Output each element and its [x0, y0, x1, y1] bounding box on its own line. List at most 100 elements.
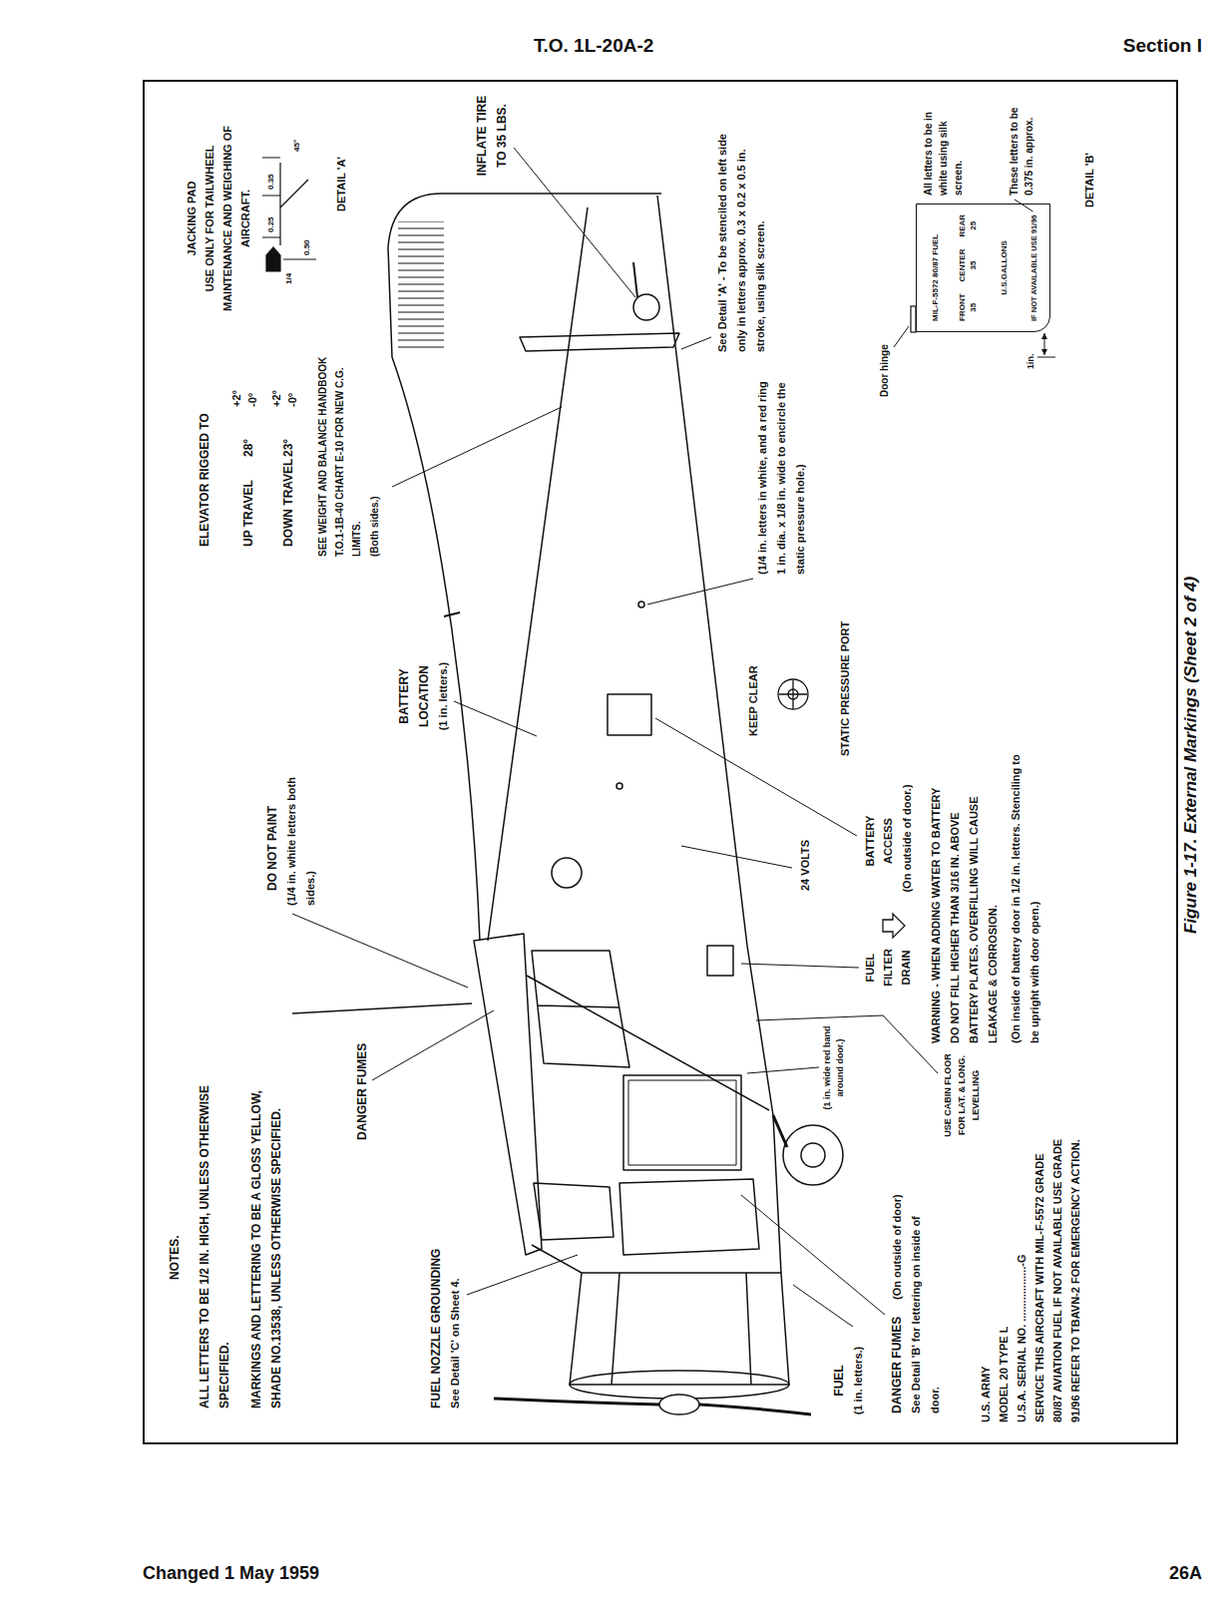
label-anchor: FUEL	[828, 1330, 849, 1431]
engine-cowling	[569, 1272, 790, 1385]
panel-text: MIL-F-5572 80/87 FUEL	[929, 234, 941, 322]
label-anchor: U.S.A. SERIAL NO. ..................-G	[1012, 1254, 1031, 1424]
callout-label: (On outside of door) See Detail 'B' for …	[887, 1194, 945, 1414]
windshield	[533, 1183, 614, 1240]
leader-line	[681, 337, 712, 350]
callout-label: +2°	[268, 390, 285, 408]
antenna-mast	[443, 612, 460, 617]
label-anchor: See Detail 'A' - To be stenciled on left…	[713, 124, 771, 353]
label-anchor: 0.35	[266, 173, 277, 190]
leader-line	[756, 1015, 938, 1074]
label-anchor: Door hinge	[876, 344, 892, 398]
aircraft-outline	[292, 193, 843, 1415]
aircraft-illustration	[142, 79, 1230, 1445]
panel-text: IF NOT AVAILABLE USE 91/96	[1028, 214, 1040, 322]
gear-leg	[773, 1115, 788, 1148]
red-ring	[778, 679, 809, 710]
label-anchor: ALL LETTERS TO BE 1/2 IN. HIGH, UNLESS O…	[194, 1059, 235, 1409]
fuel-door-panel: MIL-F-5572 80/87 FUELFRONT35CENTER35REAR…	[915, 203, 1051, 333]
label-anchor: (1 in. letters.)	[433, 646, 452, 747]
static-port	[638, 601, 645, 608]
callout-label: ELEVATOR RIGGED TO	[194, 412, 215, 547]
dimension-label: 45°	[292, 139, 303, 152]
label-anchor: SERVICE THIS AIRCRAFT WITH MIL-F-5572 GR…	[1030, 1123, 1085, 1423]
label-anchor: NOTES.	[164, 1234, 185, 1280]
callout-label: (On outside of door.)	[897, 756, 916, 921]
label-anchor: KEEP CLEAR	[744, 665, 763, 737]
callout-label: 24 VOLTS	[796, 839, 815, 891]
tailwheel-strut	[633, 262, 638, 298]
label-anchor: USE ONLY FOR TAILWHEEL MAINTENANCE AND W…	[200, 113, 255, 324]
detail-title: DETAIL 'B'	[1080, 152, 1099, 208]
data-plate-text: MODEL 20 TYPE L	[994, 1326, 1013, 1423]
propeller-spinner	[659, 1394, 700, 1415]
horizontal-stabilizer	[519, 333, 680, 352]
label-anchor: WARNING - WHEN ADDING WATER TO BATTERY D…	[926, 774, 1003, 1044]
label-anchor: (On outside of door) See Detail 'B' for …	[887, 1194, 945, 1414]
callout-label: BATTERY ACCESS	[860, 796, 897, 886]
dimension-tick	[262, 157, 281, 238]
note-text: MARKINGS AND LETTERING TO BE A GLOSS YEL…	[246, 1064, 287, 1409]
door-band	[628, 1080, 737, 1166]
callout-label: JACKING PAD	[182, 113, 201, 324]
page-footer: Changed 1 May 1959	[142, 1558, 320, 1589]
leader-line	[747, 1067, 820, 1074]
label-anchor: 1in.	[1024, 353, 1037, 370]
warning-text: WARNING - WHEN ADDING WATER TO BATTERY D…	[926, 774, 1003, 1044]
callout-label: (1/4 in. white letters both sides.)	[282, 756, 321, 906]
callout-label: DANGER FUMES	[886, 1316, 907, 1414]
label-anchor: MARKINGS AND LETTERING TO BE A GLOSS YEL…	[246, 1064, 287, 1409]
label-anchor: 23°	[278, 438, 299, 457]
callout-label: See Detail 'C' on Sheet 4.	[445, 1277, 464, 1409]
label-anchor: 45°	[292, 139, 303, 152]
label-anchor: (On inside of battery door in 1/2 in. le…	[1006, 749, 1045, 1044]
leader-line	[741, 963, 859, 968]
front-door	[619, 1179, 760, 1255]
dimension-label: 0.25	[266, 216, 277, 233]
panel-text: 25	[967, 214, 979, 238]
callout-label: 28°	[238, 438, 259, 457]
leader-line	[466, 1254, 578, 1295]
callout-label: (1 in. letters.)	[848, 1330, 867, 1431]
callout-label: (1/4 in. letters in white, and a red rin…	[753, 375, 811, 575]
data-plate-text: U.S.A. SERIAL NO. ..................-G	[1012, 1254, 1031, 1424]
leader-line	[392, 407, 562, 487]
dimension-label: 0.35	[266, 173, 277, 190]
panel-text: U.S.GALLONS	[998, 240, 1010, 296]
callout-label: (On inside of battery door in 1/2 in. le…	[1006, 749, 1045, 1044]
dimension-line	[283, 258, 317, 260]
callout-label: (1 in. wide red band around door.)	[820, 1025, 847, 1111]
cowling-panel-line	[611, 1272, 752, 1385]
label-anchor: USE CABIN FLOOR FOR LAT. & LONG. LEVELLI…	[940, 1045, 983, 1146]
main-wheel	[783, 1125, 843, 1186]
label-anchor: ELEVATOR RIGGED TO	[194, 412, 215, 547]
label-anchor: 0.50	[302, 239, 313, 256]
figure-frame	[143, 80, 1178, 1444]
label-anchor: T.O. 1L-20A-2	[533, 29, 654, 61]
label-anchor: 0.25	[266, 216, 277, 233]
leader-line	[372, 1010, 494, 1081]
label-anchor: Changed 1 May 1959	[142, 1558, 320, 1589]
figure-caption: Figure 1-17. External Markings (Sheet 2 …	[1180, 576, 1203, 934]
label-anchor: +2°	[268, 390, 285, 408]
callout-label: KEEP CLEAR	[744, 665, 763, 737]
panel-text: CENTER	[956, 249, 968, 283]
label-anchor: (On outside of door.)	[897, 756, 916, 921]
battery-access-door	[607, 694, 652, 736]
page-footer: 26A	[1002, 1558, 1203, 1589]
leader-line	[292, 913, 468, 988]
label-anchor: INFLATE TIRE TO 35 LBS.	[471, 85, 512, 186]
callout-label: FUEL FILTER DRAIN	[860, 934, 915, 1001]
detail-title: DETAIL 'A'	[332, 156, 351, 212]
leader-line	[647, 578, 754, 605]
leader-line	[793, 1284, 853, 1327]
label-anchor: See Detail 'C' on Sheet 4.	[445, 1277, 464, 1409]
label-anchor: DO NOT PAINT	[262, 806, 283, 891]
label-anchor: BATTERY LOCATION	[394, 646, 434, 747]
callout-label: -0°	[284, 393, 301, 408]
label-anchor: 28°	[238, 438, 259, 457]
label-anchor: DETAIL 'A'	[332, 156, 351, 212]
label-anchor: DANGER FUMES	[352, 1043, 373, 1141]
leader-line	[453, 701, 537, 737]
